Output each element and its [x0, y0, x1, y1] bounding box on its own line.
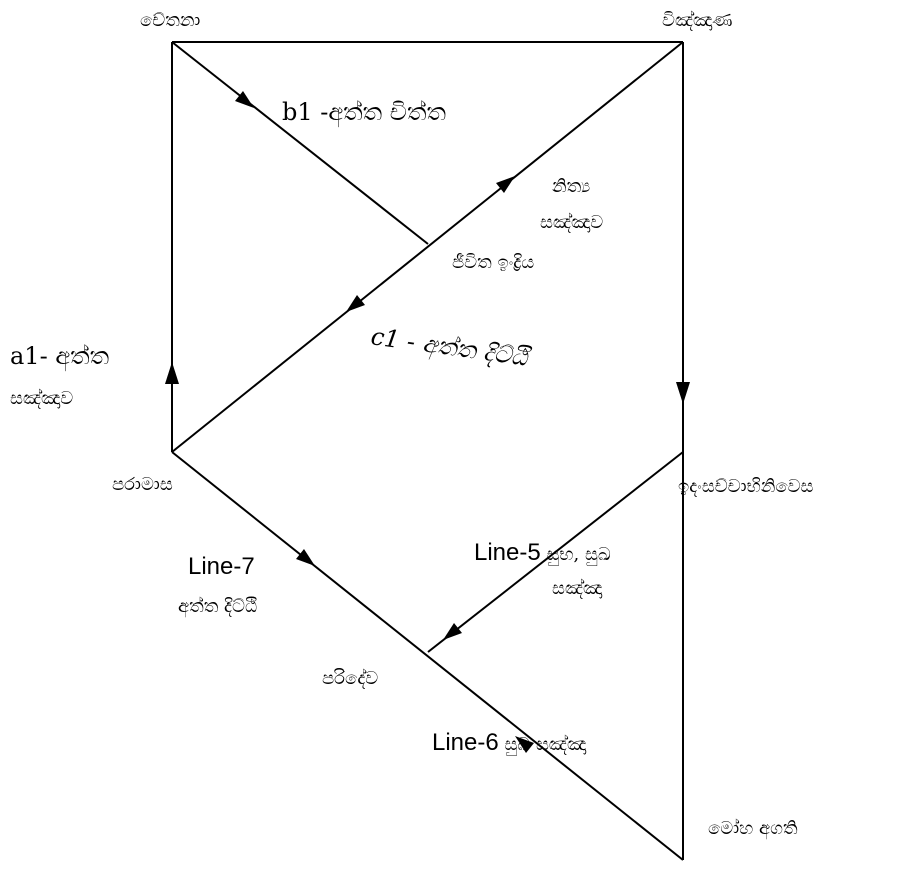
node-paramasa: පරාමාස [112, 474, 173, 495]
label-line7-b: අත්ත දිට්ඨි [178, 596, 257, 618]
arrow-line5-icon [443, 623, 462, 640]
label-line7-a: Line-7 [188, 553, 255, 580]
label-nicca-line2: සඤ්ඤාව [540, 212, 603, 233]
label-c1: c1 - අත්ත දිට්ඨි [369, 322, 534, 374]
arrow-right-down-icon [676, 382, 690, 404]
node-idamsacca: ඉදංසච්චාභිනිවෙස [678, 476, 814, 497]
node-chetana: චේතනා [140, 10, 200, 31]
node-labels: චේතනා විඤ්ඤාණ පරාමාස ඉදංසච්චාභිනිවෙස පරි… [112, 10, 814, 840]
arrow-line6-icon [515, 736, 534, 753]
arrow-line7-icon [296, 549, 315, 566]
label-a1-line1: a1- අත්ත [10, 342, 109, 372]
label-line5-sub: සඤ්ඤා [552, 578, 602, 599]
edge-nicca-c1-diagonal [171, 41, 684, 453]
arrow-nicca-icon [496, 176, 515, 193]
edge-line5-diagonal [427, 451, 684, 653]
node-jivita: ජීවිත ඉංද්‍රිය [452, 252, 534, 273]
label-nicca-line1: නිත්‍ය [552, 176, 590, 197]
node-vinnana: විඤ්ඤාණ [662, 10, 733, 31]
arrow-a1-icon [165, 362, 179, 384]
label-a1-line2: සඤ්ඤාව [10, 388, 73, 409]
node-moha: මෝහ අගති [708, 818, 798, 840]
label-line6: Line-6 සුඛ සඤ්ඤා [432, 729, 586, 756]
edge-b1-diagonal [171, 41, 429, 245]
edge-labels: a1- අත්ත සඤ්ඤාව b1 -අත්ත චිත්ත c1 - අත්ත… [10, 98, 611, 756]
arrow-b1-icon [235, 91, 254, 108]
label-line5: Line-5 සුභ, සුඛ [474, 539, 611, 566]
label-b1: b1 -අත්ත චිත්ත [282, 98, 446, 128]
edge-line7-diagonal [171, 451, 684, 861]
edges [171, 41, 684, 861]
arrow-c1-icon [346, 295, 365, 312]
arrowheads [165, 91, 690, 753]
node-parideva: පරිදේව [322, 668, 378, 689]
